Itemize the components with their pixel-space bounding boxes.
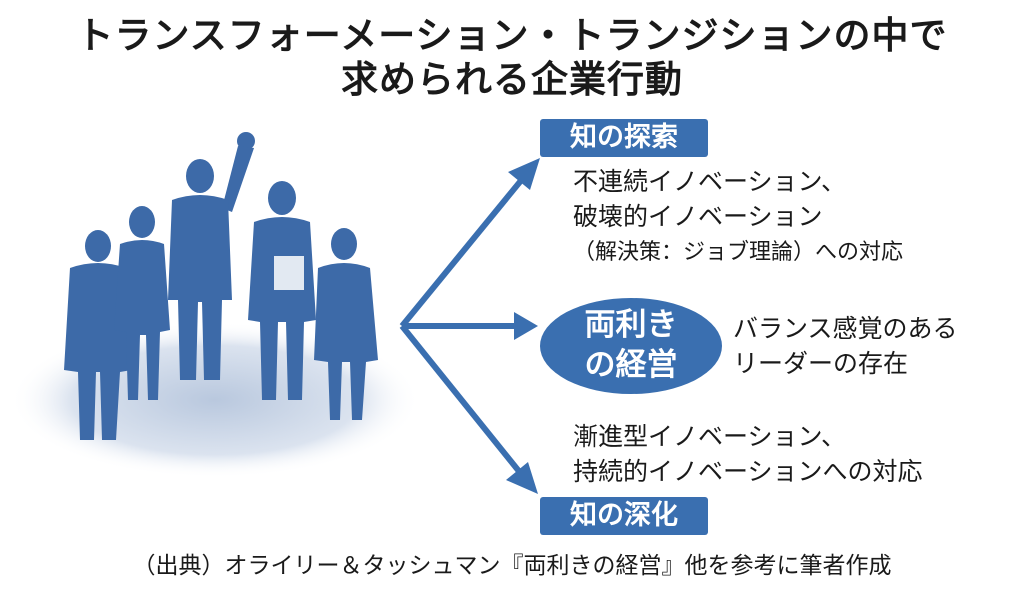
title-line2: 求められる企業行動 [341, 58, 683, 101]
exploration-desc-3: （解決策：ジョブ理論）への対応 [573, 240, 904, 265]
person-icon [248, 181, 316, 400]
arrow-to-exploitation [399, 324, 529, 482]
ambidexterity-label-2: の経営 [584, 347, 678, 383]
person-icon [114, 206, 170, 400]
person-icon [168, 132, 255, 380]
exploration-label: 知の探索 [540, 119, 708, 157]
title-line1: トランスフォーメーション・トランジションの中で [76, 14, 948, 57]
arrowhead-down-icon [506, 462, 538, 494]
ambidexterity-desc-2: リーダーの存在 [733, 349, 909, 378]
ambidexterity-desc-1: バランス感覚のある [733, 314, 958, 343]
arrowhead-up-icon [508, 158, 540, 190]
exploration-desc-1: 不連続イノベーション、 [573, 167, 847, 196]
business-people-silhouettes [64, 132, 378, 440]
exploitation-desc-1: 漸進型イノベーション、 [573, 422, 847, 451]
source-caption: （出典）オライリー＆タッシュマン『両利きの経営』他を参考に筆者作成 [132, 553, 892, 579]
person-icon [314, 228, 378, 420]
exploitation-label: 知の深化 [540, 497, 708, 535]
exploitation-desc-2: 持続的イノベーションへの対応 [573, 457, 923, 486]
branch-arrows [399, 158, 540, 494]
ambidexterity-ellipse [540, 298, 722, 394]
person-icon [64, 230, 132, 440]
arrow-to-exploration [399, 170, 531, 328]
arrowhead-right-icon [514, 312, 538, 340]
exploration-desc-2: 破壊的イノベーション [573, 202, 823, 231]
ambidexterity-label-1: 両利き [584, 307, 678, 343]
